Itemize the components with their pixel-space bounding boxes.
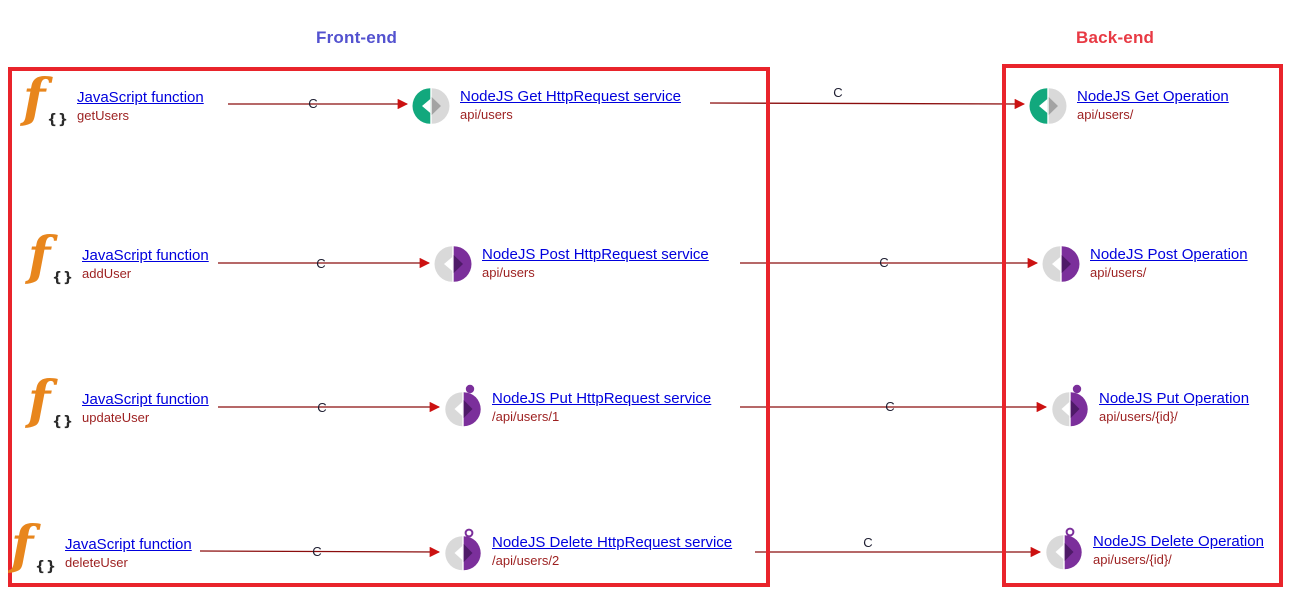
- backend-section-title: Back-end: [1076, 28, 1155, 47]
- nodejs-get-icon: [1029, 88, 1067, 124]
- connector-label: C: [316, 256, 325, 271]
- connector-label: C: [863, 535, 872, 550]
- nodejs-post-icon: [1042, 246, 1080, 282]
- service-link[interactable]: NodeJS Post HttpRequest service: [482, 245, 709, 263]
- connector-label: C: [312, 544, 321, 559]
- function-name-label: deleteUser: [65, 554, 128, 570]
- node-javascript-function-adduser[interactable]: f{} JavaScript function addUser: [27, 226, 209, 288]
- node-nodejs-delete-service[interactable]: NodeJS Delete HttpRequest service /api/u…: [443, 528, 732, 574]
- node-nodejs-get-operation[interactable]: NodeJS Get Operation api/users/: [1028, 82, 1229, 128]
- operation-path-label: api/users/{id}/: [1093, 551, 1172, 567]
- operation-link[interactable]: NodeJS Delete Operation: [1093, 532, 1264, 550]
- operation-link[interactable]: NodeJS Post Operation: [1090, 245, 1248, 263]
- javascript-function-link[interactable]: JavaScript function: [82, 390, 209, 408]
- javascript-function-icon: f{}: [11, 515, 57, 576]
- frontend-section-title: Front-end: [316, 28, 398, 47]
- operation-link[interactable]: NodeJS Get Operation: [1077, 87, 1229, 105]
- nodejs-delete-icon: [1046, 527, 1082, 570]
- connector-line: [199, 546, 441, 558]
- javascript-function-link[interactable]: JavaScript function: [77, 88, 204, 106]
- nodejs-delete-icon: [445, 528, 481, 571]
- nodejs-get-icon: [412, 88, 450, 124]
- javascript-function-icon: f{}: [23, 68, 69, 129]
- node-nodejs-put-service[interactable]: NodeJS Put HttpRequest service /api/user…: [443, 384, 711, 430]
- connector-label: C: [885, 399, 894, 414]
- javascript-function-icon: f{}: [28, 226, 74, 287]
- node-nodejs-get-service[interactable]: NodeJS Get HttpRequest service api/users: [411, 82, 681, 128]
- function-name-label: addUser: [82, 265, 132, 281]
- node-javascript-function-getusers[interactable]: f{} JavaScript function getUsers: [22, 68, 204, 130]
- connector-line: [709, 98, 1026, 110]
- javascript-function-link[interactable]: JavaScript function: [82, 246, 209, 264]
- operation-path-label: api/users/: [1090, 264, 1147, 280]
- nodejs-put-icon: [1052, 384, 1088, 427]
- nodejs-put-icon: [445, 384, 481, 427]
- operation-path-label: api/users/: [1077, 106, 1134, 122]
- service-link[interactable]: NodeJS Put HttpRequest service: [492, 389, 712, 407]
- node-javascript-function-updateuser[interactable]: f{} JavaScript function updateUser: [27, 370, 209, 432]
- nodejs-post-icon: [434, 246, 472, 282]
- function-name-label: updateUser: [82, 409, 150, 425]
- connector-label: C: [308, 96, 317, 111]
- service-path-label: /api/users/2: [492, 552, 560, 568]
- connector-label: C: [317, 400, 326, 415]
- service-link[interactable]: NodeJS Delete HttpRequest service: [492, 533, 733, 551]
- javascript-function-icon: f{}: [28, 370, 74, 431]
- node-nodejs-delete-operation[interactable]: NodeJS Delete Operation api/users/{id}/: [1044, 527, 1264, 573]
- operation-link[interactable]: NodeJS Put Operation: [1099, 389, 1250, 407]
- node-javascript-function-deleteuser[interactable]: f{} JavaScript function deleteUser: [10, 515, 192, 577]
- connector-label: C: [833, 85, 842, 100]
- service-path-label: api/users: [460, 106, 513, 122]
- service-path-label: api/users: [482, 264, 535, 280]
- operation-path-label: api/users/{id}/: [1099, 408, 1178, 424]
- node-nodejs-put-operation[interactable]: NodeJS Put Operation api/users/{id}/: [1050, 384, 1249, 430]
- javascript-function-link[interactable]: JavaScript function: [65, 535, 192, 553]
- function-name-label: getUsers: [77, 107, 130, 123]
- service-link[interactable]: NodeJS Get HttpRequest service: [460, 87, 681, 105]
- node-nodejs-post-operation[interactable]: NodeJS Post Operation api/users/: [1041, 240, 1248, 286]
- service-path-label: /api/users/1: [492, 408, 560, 424]
- connector-label: C: [879, 255, 888, 270]
- node-nodejs-post-service[interactable]: NodeJS Post HttpRequest service api/user…: [433, 240, 709, 286]
